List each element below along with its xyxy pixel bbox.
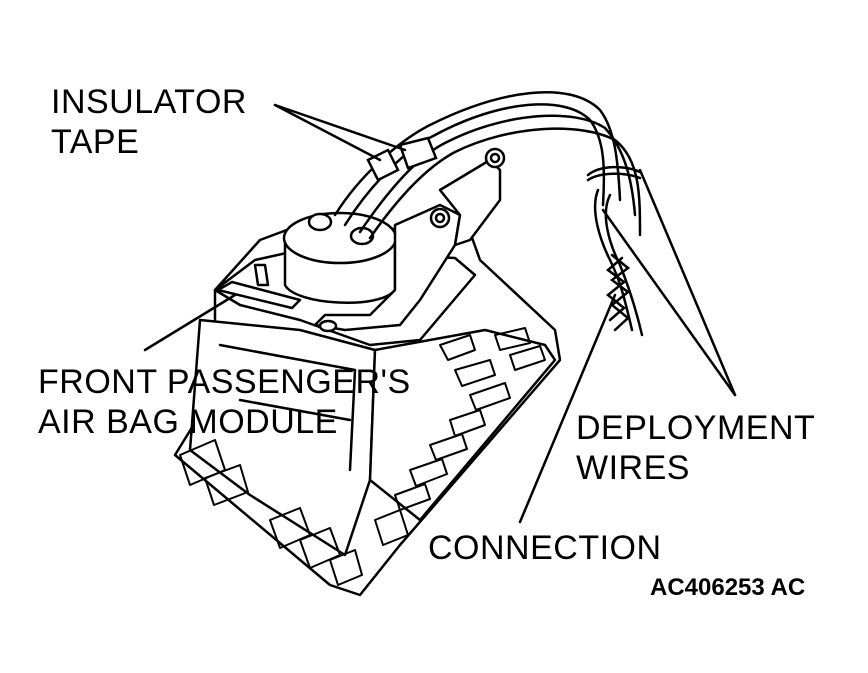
connection-label: CONNECTION	[428, 529, 662, 567]
airbag-module-label-line1: FRONT PASSENGER'S	[38, 363, 411, 401]
module-side-face	[368, 328, 557, 522]
leader-lines	[143, 103, 737, 524]
airbag-module-label: FRONT PASSENGER'S AIR BAG MODULE	[38, 362, 411, 442]
module-front-face	[188, 318, 377, 557]
deployment-wires-label-line1: DEPLOYMENT	[576, 409, 816, 447]
airbag-module-label-line2: AIR BAG MODULE	[38, 403, 338, 441]
insulator-tape-label: INSULATOR TAPE	[51, 82, 247, 162]
deployment-wires-label-line2: WIRES	[576, 449, 690, 487]
inflator-top	[282, 211, 398, 265]
inflator-bracket	[313, 203, 462, 332]
figure-code: AC406253 AC	[650, 574, 806, 601]
deployment-wires-label: DEPLOYMENT WIRES	[576, 408, 815, 488]
insulator-tape-label-line2: TAPE	[51, 123, 140, 161]
insulator-tape-label-line1: INSULATOR	[51, 83, 247, 121]
